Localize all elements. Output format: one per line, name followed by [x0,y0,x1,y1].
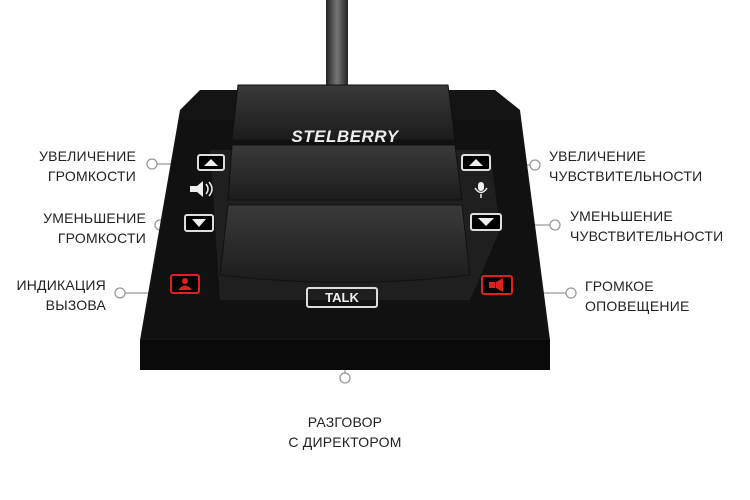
gooseneck [326,0,348,100]
speaker-icon [190,181,213,197]
sensitivity-down-button[interactable] [470,213,502,231]
brand-logo: STELBERRY [291,127,399,146]
paging-button[interactable] [481,275,513,295]
microphone-icon [474,182,488,198]
call-indicator-button[interactable] [170,274,200,294]
volume-up-button[interactable] [197,154,225,171]
volume-down-button[interactable] [184,214,214,232]
talk-button[interactable]: TALK [306,287,378,308]
sensitivity-up-button[interactable] [461,154,491,171]
